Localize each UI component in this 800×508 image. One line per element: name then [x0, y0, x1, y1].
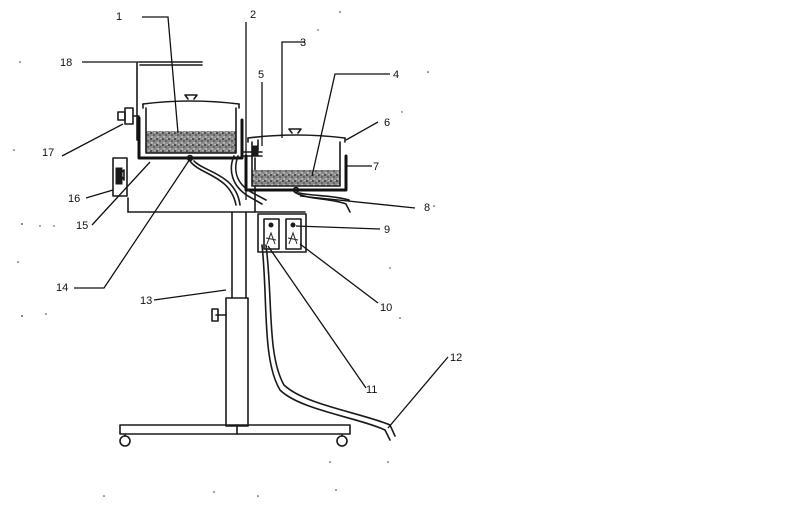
- label-5: 5: [258, 69, 264, 81]
- label-11: 11: [366, 384, 377, 396]
- left-vessel: [137, 94, 244, 162]
- label-6: 6: [384, 117, 390, 129]
- left-fittings: [112, 107, 140, 197]
- label-18: 18: [60, 57, 72, 69]
- label-4: 4: [393, 69, 399, 81]
- label-12: 12: [450, 352, 462, 364]
- label-1: 1: [116, 11, 122, 23]
- label-10: 10: [380, 302, 392, 314]
- label-17: 17: [42, 147, 54, 159]
- label-2: 2: [250, 9, 256, 21]
- label-15: 15: [76, 220, 88, 232]
- right-vessel: [244, 128, 348, 194]
- stand-column: [211, 211, 249, 427]
- label-14: 14: [56, 282, 68, 294]
- top-support-bar: [136, 61, 203, 141]
- label-7: 7: [373, 161, 379, 173]
- label-8: 8: [424, 202, 430, 214]
- label-13: 13: [140, 295, 152, 307]
- label-9: 9: [384, 224, 390, 236]
- hoses: [189, 155, 396, 441]
- label-16: 16: [68, 193, 80, 205]
- leader-lines: [61, 16, 449, 429]
- label-3: 3: [300, 37, 306, 49]
- stand-base: [119, 424, 351, 447]
- part-labels: 1 2 3 4 5 6 7 8 9 10 11 12 13 14 15 16 1…: [42, 9, 462, 396]
- scan-noise: [13, 11, 435, 497]
- control-boxes: [255, 211, 307, 253]
